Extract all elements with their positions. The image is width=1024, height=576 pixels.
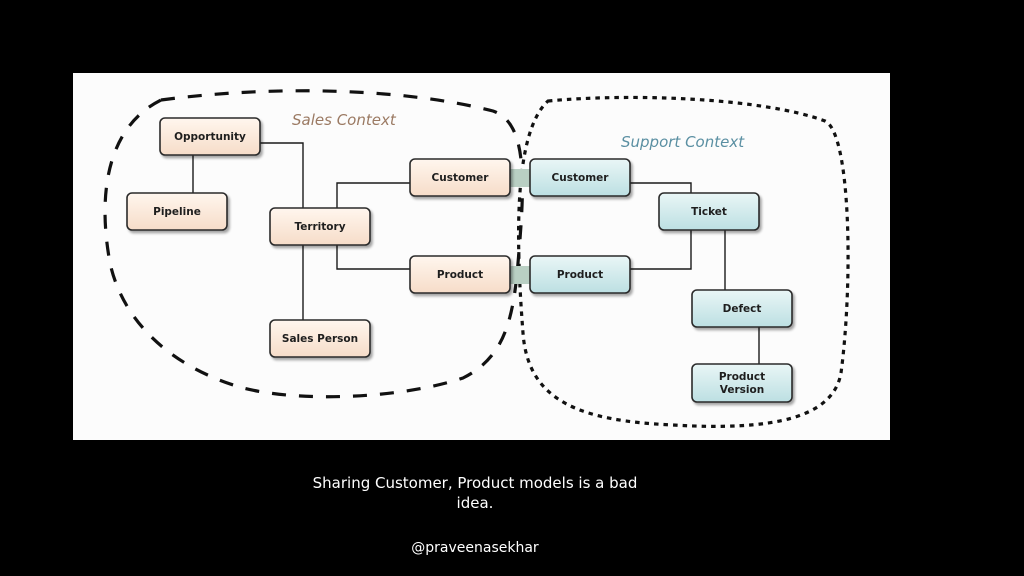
node-ticket-label: Ticket <box>691 206 727 218</box>
node-pipeline: Pipeline <box>126 192 228 231</box>
slide-caption-text: Sharing Customer, Product models is a ba… <box>312 474 638 512</box>
node-opportunity-label: Opportunity <box>174 131 246 143</box>
node-sales-customer-label: Customer <box>432 172 490 184</box>
node-sales-person-label: Sales Person <box>282 333 358 345</box>
support-context-boundary <box>517 95 850 428</box>
node-sales-person: Sales Person <box>269 319 371 358</box>
sales-context-label: Sales Context <box>292 111 397 129</box>
node-ticket: Ticket <box>658 192 760 231</box>
node-sales-product: Product <box>409 255 511 294</box>
node-territory: Territory <box>269 207 371 246</box>
node-product-version: Product Version <box>691 363 793 403</box>
shared-customer-bridge <box>510 169 530 187</box>
slide-panel: Sales Context Support Context Opportunit… <box>73 73 890 440</box>
support-connectors <box>630 182 760 364</box>
node-defect-label: Defect <box>723 303 762 315</box>
node-pipeline-label: Pipeline <box>153 206 201 218</box>
node-support-product: Product <box>529 255 631 294</box>
node-opportunity: Opportunity <box>159 117 261 156</box>
bounded-context-diagram: Sales Context Support Context Opportunit… <box>103 89 850 428</box>
node-support-product-label: Product <box>557 269 603 281</box>
sales-context-boundary <box>103 89 525 399</box>
node-defect: Defect <box>691 289 793 328</box>
node-support-customer-label: Customer <box>552 172 610 184</box>
node-product-version-label-line2: Version <box>720 384 764 396</box>
node-product-version-label-line1: Product <box>719 371 765 383</box>
node-support-customer: Customer <box>529 158 631 197</box>
shared-product-bridge <box>510 266 530 284</box>
author-handle: @praveenasekhar <box>411 540 539 556</box>
node-sales-customer: Customer <box>409 158 511 197</box>
support-context-label: Support Context <box>621 133 745 151</box>
node-sales-product-label: Product <box>437 269 483 281</box>
node-territory-label: Territory <box>294 221 345 233</box>
slide-caption: Sharing Customer, Product models is a ba… <box>0 473 950 513</box>
